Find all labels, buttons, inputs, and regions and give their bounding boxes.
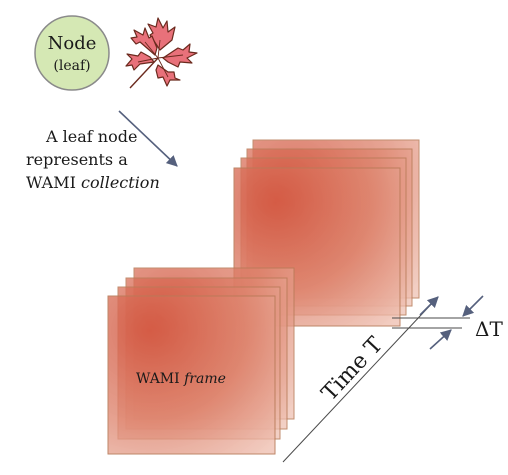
time-axis-arrow <box>419 296 439 316</box>
caption: A leaf node represents a WAMI collection <box>26 127 160 192</box>
delta-arrow-bottom <box>429 329 452 350</box>
frame-label-italic: frame <box>183 371 226 387</box>
caption-line-1: A leaf node <box>45 127 137 146</box>
pointer-arrow <box>118 110 178 167</box>
lower-frame-stack <box>107 267 295 455</box>
leaf-icon <box>125 17 198 89</box>
caption-line-3: WAMI collection <box>26 173 160 192</box>
delta-arrow-top <box>462 295 484 317</box>
leaf-node: Node (leaf) <box>34 15 110 91</box>
caption-line-3-italic: collection <box>81 173 160 192</box>
node-title: Node <box>48 33 97 54</box>
delta-t-marker: ΔT <box>392 295 503 350</box>
caption-line-3-prefix: WAMI <box>26 173 76 192</box>
delta-label: ΔT <box>475 317 503 341</box>
frame <box>107 295 276 455</box>
node-subtitle: (leaf) <box>53 58 90 74</box>
frame-label-prefix: WAMI <box>136 371 180 387</box>
time-label: Time T <box>317 332 388 406</box>
frame-label: WAMI frame <box>136 371 226 387</box>
node-circle <box>34 15 110 91</box>
time-axis-line <box>282 297 438 463</box>
caption-line-2: represents a <box>26 150 128 169</box>
